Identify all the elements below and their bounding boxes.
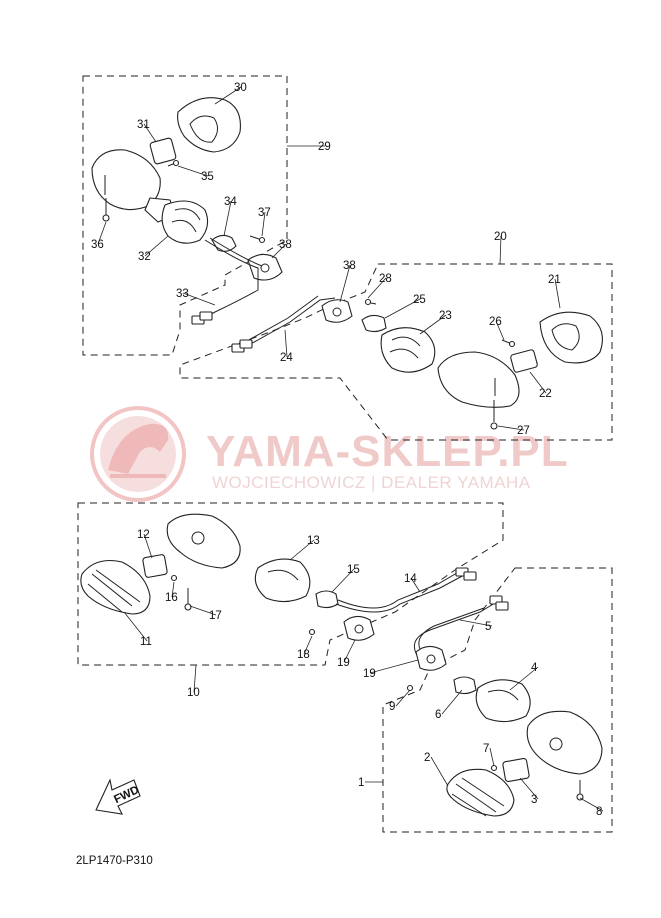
callout-leader	[144, 235, 169, 257]
part-callout-33: 33	[176, 288, 189, 300]
callout-leader	[189, 605, 217, 616]
part-callout-18: 18	[297, 649, 310, 661]
part-callout-31: 31	[137, 119, 150, 131]
part-callout-20: 20	[494, 231, 507, 243]
callout-leader	[284, 329, 288, 358]
part-callout-29: 29	[318, 141, 331, 153]
callout-leader	[303, 635, 313, 655]
part-callout-15: 15	[347, 564, 360, 576]
callout-leader	[384, 298, 421, 319]
callout-leader	[214, 86, 242, 105]
callout-leader	[459, 619, 493, 627]
part-callout-7: 7	[483, 743, 489, 755]
part-callout-12: 12	[137, 529, 150, 541]
callout-leader	[331, 568, 355, 593]
part-callout-1: 1	[358, 777, 364, 789]
part-callout-32: 32	[138, 251, 151, 263]
part-callout-26: 26	[489, 316, 502, 328]
callout-leader	[171, 581, 175, 598]
callout-leader	[343, 639, 356, 663]
part-callout-13: 13	[307, 535, 320, 547]
callout-leader	[369, 659, 419, 674]
part-callout-28: 28	[379, 273, 392, 285]
part-callout-19: 19	[363, 668, 376, 680]
part-callout-11: 11	[140, 636, 152, 648]
callout-leader	[395, 689, 411, 707]
callout-leader	[223, 200, 232, 237]
callout-leader	[499, 235, 502, 265]
callout-leader	[410, 577, 421, 593]
part-callout-6: 6	[435, 709, 441, 721]
callout-leader	[97, 221, 107, 245]
callout-leader	[519, 777, 539, 800]
callout-leader	[367, 277, 387, 299]
callout-leader	[271, 243, 287, 259]
part-callout-8: 8	[596, 806, 602, 818]
watermark: YAMA-SKLEP.PL WOJCIECHOWICZ | DEALER YAM…	[90, 406, 569, 502]
watermark-logo	[90, 406, 186, 502]
part-callout-21: 21	[548, 274, 561, 286]
callout-leader	[123, 611, 148, 642]
part-callout-16: 16	[165, 592, 178, 604]
callout-leader	[289, 539, 315, 561]
group-boxes	[77, 75, 613, 833]
part-callout-24: 24	[280, 352, 293, 364]
callout-leader	[193, 664, 197, 693]
part-callout-17: 17	[209, 610, 222, 622]
part-callout-4: 4	[531, 662, 538, 674]
part-callout-30: 30	[234, 82, 247, 94]
watermark-subtitle: WOJCIECHOWICZ | DEALER YAMAHA	[212, 473, 531, 492]
part-callout-5: 5	[485, 621, 491, 633]
part-callout-37: 37	[258, 207, 271, 219]
part-callout-36: 36	[91, 239, 104, 251]
callout-leader	[495, 320, 505, 341]
group-29-parts	[91, 97, 283, 325]
diagram-code: 2LP1470-P310	[76, 855, 153, 867]
watermark-title: YAMA-SKLEP.PL	[206, 427, 569, 476]
group-1-parts	[406, 595, 603, 817]
group-10-parts	[80, 513, 477, 641]
part-callout-2: 2	[424, 752, 430, 764]
part-callout-27: 27	[517, 425, 530, 437]
callout-leader	[497, 425, 525, 431]
part-callout-9: 9	[389, 701, 395, 713]
callout-leader	[419, 314, 447, 335]
callout-leader	[339, 264, 351, 303]
part-callout-19: 19	[337, 657, 350, 669]
fwd-arrow-icon: FWD	[95, 778, 141, 815]
group-20-parts	[231, 295, 603, 430]
part-callout-10: 10	[187, 687, 200, 699]
callout-leader	[529, 371, 547, 394]
callout-leader	[441, 689, 463, 715]
part-callout-3: 3	[531, 794, 537, 806]
part-callout-34: 34	[224, 196, 237, 208]
part-callout-38: 38	[279, 239, 292, 251]
callout-leader	[177, 165, 209, 177]
part-callout-38: 38	[343, 260, 356, 272]
callout-leader	[509, 666, 539, 691]
part-callout-22: 22	[539, 388, 552, 400]
part-callout-23: 23	[439, 310, 452, 322]
part-callout-14: 14	[404, 573, 417, 585]
part-callout-35: 35	[201, 171, 214, 183]
callout-leader	[489, 747, 495, 767]
callout-leader	[182, 292, 216, 306]
callout-leader	[143, 533, 153, 559]
callout-leader	[143, 123, 157, 143]
callout-leader	[261, 211, 266, 237]
callout-leader	[579, 797, 604, 812]
callout-leader	[430, 756, 449, 787]
part-callout-25: 25	[413, 294, 426, 306]
callout-leader	[554, 278, 561, 309]
